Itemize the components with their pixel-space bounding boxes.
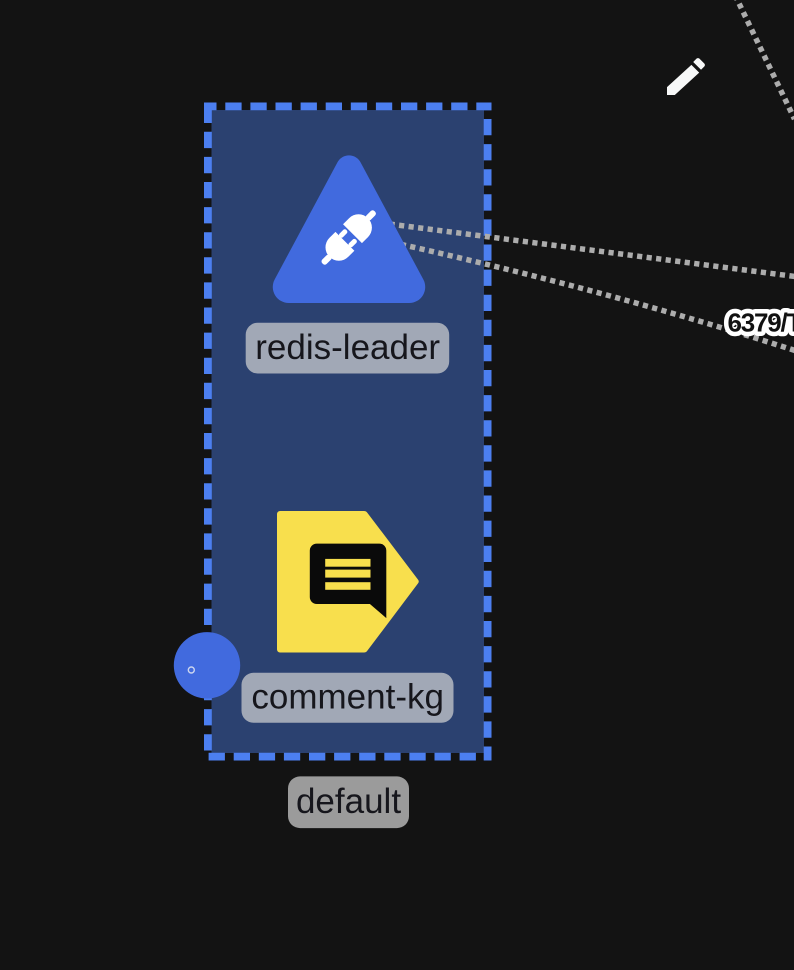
svg-text:6379/TCP: 6379/TCP: [728, 308, 794, 338]
svg-text:comment-kg: comment-kg: [251, 678, 444, 717]
svg-text:default: default: [296, 782, 401, 821]
svg-text:redis-leader: redis-leader: [255, 328, 440, 367]
